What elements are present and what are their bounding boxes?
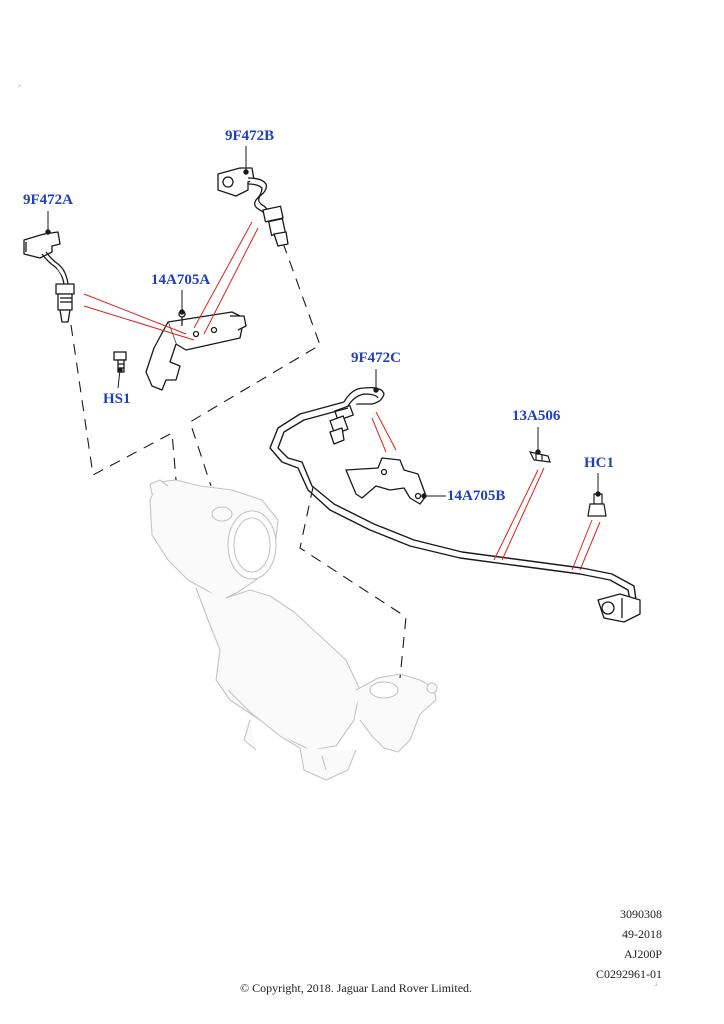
callout-9f472b: 9F472B xyxy=(225,128,275,144)
reference-line-3: AJ200P xyxy=(623,947,662,961)
callout-leaders xyxy=(45,146,601,499)
bracket-14a705a xyxy=(145,310,247,391)
diagram-reference-block: 3090308 49-2018 AJ200P C0292961-01 xyxy=(596,904,662,984)
callout-14a705b: 14A705B xyxy=(447,488,506,504)
oxygen-sensor-9f472c xyxy=(329,386,385,445)
oxygen-sensor-9f472b xyxy=(217,167,289,247)
callout-9f472c: 9F472C xyxy=(351,350,401,366)
callout-9f472a: 9F472A xyxy=(23,192,73,208)
callout-13a506: 13A506 xyxy=(512,408,561,424)
reference-line-2: 49-2018 xyxy=(622,927,662,941)
callout-hc1: HC1 xyxy=(584,455,614,471)
oxygen-sensor-9f472a xyxy=(23,231,75,323)
callout-14a705a: 14A705A xyxy=(151,272,211,288)
corner-mark-top-left: ⌜ xyxy=(18,84,22,93)
reference-line-1: 3090308 xyxy=(620,907,662,921)
bolt-hs1 xyxy=(113,351,127,373)
sensor-harness-cable xyxy=(269,401,637,601)
reference-line-4: C0292961-01 xyxy=(596,967,662,981)
corner-mark-bottom-right: ⌟ xyxy=(654,978,658,987)
red-leader-lines xyxy=(83,221,601,571)
clip-hc1 xyxy=(587,493,607,517)
copyright-notice: © Copyright, 2018. Jaguar Land Rover Lim… xyxy=(239,981,473,995)
bracket-14a705b xyxy=(345,457,427,505)
callout-hs1: HS1 xyxy=(103,391,131,407)
assembly-dashed-lines xyxy=(70,242,407,679)
clip-13a506 xyxy=(528,451,551,463)
catalytic-converter-ghost xyxy=(149,479,438,781)
harness-connector xyxy=(597,593,641,623)
